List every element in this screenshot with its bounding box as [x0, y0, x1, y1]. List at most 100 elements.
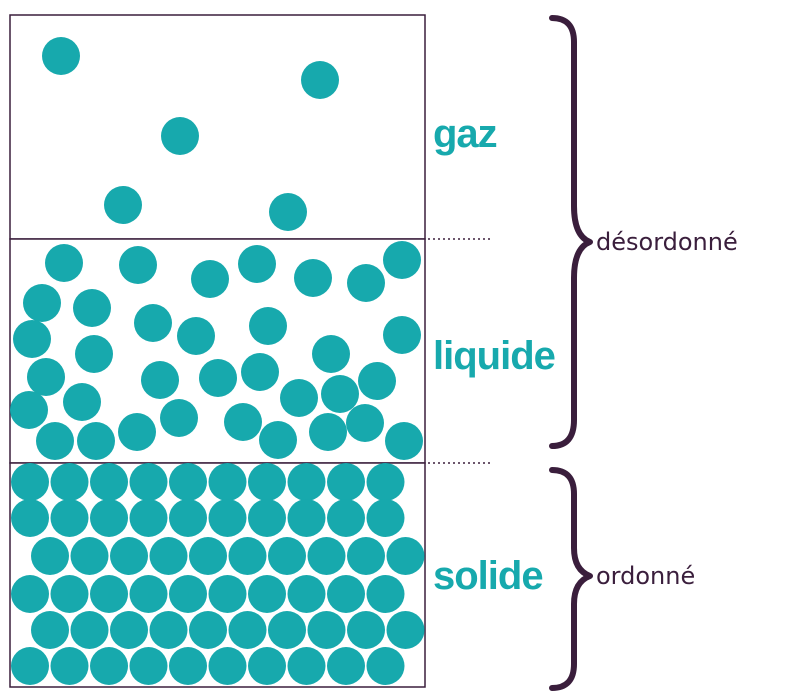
gas-particle: [161, 117, 199, 155]
solid-particle: [149, 611, 188, 649]
solid-particle: [248, 575, 286, 613]
solid-particle: [327, 575, 365, 613]
solid-particle: [366, 575, 405, 613]
gas-particle: [301, 61, 339, 99]
liquid-particle: [249, 307, 287, 345]
liquid-particle: [23, 284, 61, 322]
gas-particle: [104, 186, 142, 224]
liquid-particle: [347, 264, 385, 302]
solid-particle: [129, 647, 168, 685]
liquid-particle: [77, 422, 115, 460]
liquid-particle: [238, 245, 276, 283]
solid-particle: [189, 537, 227, 575]
solid-particle: [50, 499, 89, 537]
solid-particle: [228, 537, 267, 575]
solid-particle: [307, 611, 346, 649]
liquid-particle: [13, 320, 51, 358]
solid-particle: [366, 647, 405, 685]
liquid-particle: [27, 358, 65, 396]
liquid-particle: [10, 391, 48, 429]
liquid-label: liquide: [433, 334, 555, 378]
solid-particle: [169, 463, 207, 501]
liquid-particle: [75, 335, 113, 373]
gas-particle: [42, 37, 80, 75]
liquid-particle: [141, 361, 179, 399]
liquid-particle: [280, 379, 318, 417]
liquid-particle: [224, 403, 262, 441]
disordered-brace: [549, 15, 593, 449]
liquid-particle: [118, 413, 156, 451]
solid-particle: [327, 463, 365, 501]
liquid-particle: [45, 244, 83, 282]
solid-particle: [248, 463, 286, 501]
liquid-particle: [119, 246, 157, 284]
liquid-particle: [63, 383, 101, 421]
solid-particle: [31, 611, 69, 649]
liquid-particle: [294, 259, 332, 297]
liquid-particle: [321, 375, 359, 413]
ordered-brace: [549, 467, 593, 691]
gas-label: gaz: [433, 112, 497, 156]
solid-particle: [50, 575, 89, 613]
solid-particle: [110, 537, 148, 575]
ordered-label: ordonné: [596, 562, 695, 590]
liquid-particle: [346, 404, 384, 442]
solid-particle: [248, 499, 286, 537]
liquid-particle: [259, 421, 297, 459]
liquid-compartment: [9, 238, 426, 464]
solid-particle: [268, 537, 306, 575]
solid-particle: [208, 499, 247, 537]
solid-particle: [70, 611, 109, 649]
solid-particle: [248, 647, 286, 685]
solid-particle: [70, 537, 109, 575]
solid-particle: [90, 575, 128, 613]
solid-particle: [90, 499, 128, 537]
solid-particle: [31, 537, 69, 575]
solid-particle: [189, 611, 227, 649]
solid-particle: [90, 463, 128, 501]
disordered-label: désordonné: [596, 228, 738, 256]
gas-particles: [42, 37, 339, 231]
liquid-particle: [312, 335, 350, 373]
liquid-particle: [309, 413, 347, 451]
solid-particle: [287, 463, 326, 501]
liquid-particle: [241, 353, 279, 391]
solid-particle: [366, 463, 405, 501]
liquid-particle: [160, 399, 198, 437]
solid-particle: [50, 647, 89, 685]
liquid-particle: [199, 359, 237, 397]
solid-particle: [327, 647, 365, 685]
solid-particle: [268, 611, 306, 649]
liquid-particle: [177, 317, 215, 355]
solid-particles: [11, 463, 425, 685]
solid-particle: [327, 499, 365, 537]
liquid-particle: [358, 362, 396, 400]
liquid-particles: [10, 241, 423, 460]
solid-particle: [366, 499, 405, 537]
solid-particle: [149, 537, 188, 575]
solid-particle: [50, 463, 89, 501]
solid-particle: [169, 647, 207, 685]
solid-particle: [287, 499, 326, 537]
solid-particle: [347, 611, 385, 649]
solid-particle: [11, 575, 49, 613]
liquid-particle: [73, 289, 111, 327]
solid-particle: [386, 537, 425, 575]
solid-particle: [11, 647, 49, 685]
solid-particle: [129, 499, 168, 537]
liquid-particle: [383, 241, 421, 279]
solid-particle: [307, 537, 346, 575]
solid-particle: [110, 611, 148, 649]
solid-particle: [90, 647, 128, 685]
solid-particle: [208, 575, 247, 613]
liquid-particle: [134, 304, 172, 342]
solid-particle: [287, 647, 326, 685]
solid-particle: [208, 647, 247, 685]
liquid-particle: [383, 316, 421, 354]
liquid-particle: [191, 260, 229, 298]
solid-particle: [386, 611, 425, 649]
solid-particle: [208, 463, 247, 501]
gas-particle: [269, 193, 307, 231]
solid-particle: [11, 463, 49, 501]
